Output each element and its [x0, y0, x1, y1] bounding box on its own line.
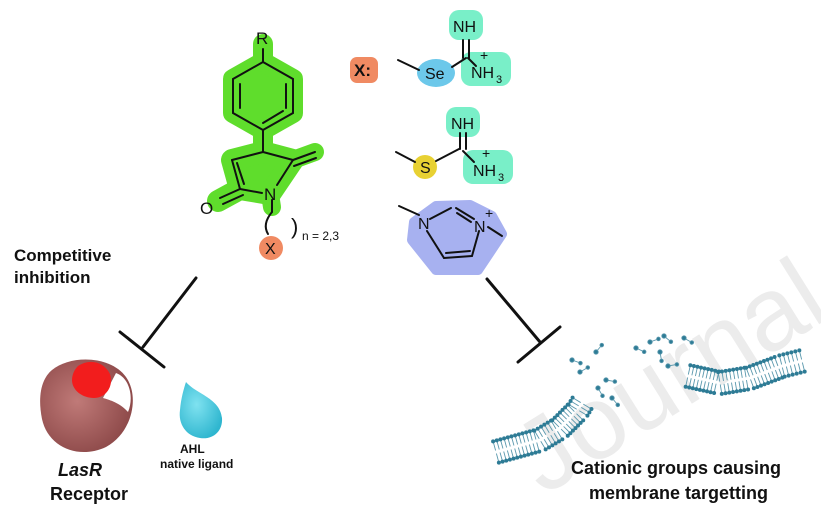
chain-paren-label: )	[291, 214, 298, 239]
ahl-ligand-label: native ligand	[160, 457, 233, 471]
ring-nitrogen-label: N	[264, 185, 276, 204]
isothiouronium-charge: +	[482, 145, 490, 161]
chain-n-label: n = 2,3	[302, 229, 339, 243]
carbonyl-oxygen-label: O	[200, 199, 213, 218]
right-branch: Cationic groups causing membrane targett…	[485, 277, 807, 503]
x-groups-label: X:	[354, 61, 371, 80]
left-branch: Competitive inhibition LasR Receptor AHL…	[14, 246, 233, 504]
x-label-badge	[350, 57, 378, 83]
lasr-receptor-name: LasR	[58, 460, 102, 480]
membrane-fragment-right	[683, 348, 807, 396]
isothiouronium-sub3: 3	[498, 172, 504, 184]
membrane-debris	[569, 333, 695, 408]
lasr-receptor-label: Receptor	[50, 484, 128, 504]
selenouronium-charge: +	[480, 47, 488, 63]
scaffold-highlight	[207, 34, 324, 216]
isothiouronium-nh3: NH	[473, 163, 496, 180]
membrane-caption-line1: Cationic groups causing	[571, 458, 781, 478]
substituent-r-label: R	[256, 29, 268, 48]
inhibition-arrow-left	[118, 276, 198, 369]
selenouronium-se: Se	[425, 66, 445, 83]
imidazolium-group: N N +	[398, 200, 507, 275]
selenouronium-group: NH Se NH 3 +	[397, 10, 511, 87]
ahl-ligand-name: AHL	[180, 442, 205, 456]
scaffold-bonds	[219, 48, 317, 247]
selenouronium-nh3: NH	[471, 65, 494, 82]
scaffold-molecule: R O N ) n = 2,3 X	[200, 29, 339, 260]
membrane-caption-line2: membrane targetting	[589, 483, 768, 503]
isothiouronium-group: NH S NH 3 +	[395, 107, 513, 184]
competitive-inhibition-line1: Competitive	[14, 246, 111, 265]
imidazolium-n3: N	[474, 219, 486, 236]
membrane-fragment-left	[491, 395, 594, 465]
linker-x-label: X	[265, 241, 276, 258]
linker-x-badge	[259, 236, 283, 260]
isothiouronium-nh: NH	[451, 116, 474, 133]
ahl-ligand-shape	[179, 382, 223, 439]
selenouronium-nh: NH	[453, 19, 476, 36]
isothiouronium-s: S	[420, 160, 431, 177]
x-groups: X: NH Se NH 3 +	[350, 10, 513, 275]
competitive-inhibition-line2: inhibition	[14, 268, 90, 287]
watermark-text: Journal Pre-proof	[494, 0, 821, 515]
imidazolium-charge: +	[485, 205, 493, 221]
imidazolium-n1: N	[418, 216, 430, 233]
inhibition-arrow-right	[485, 277, 562, 364]
lasr-receptor-shape	[40, 359, 133, 453]
selenouronium-sub3: 3	[496, 74, 502, 86]
